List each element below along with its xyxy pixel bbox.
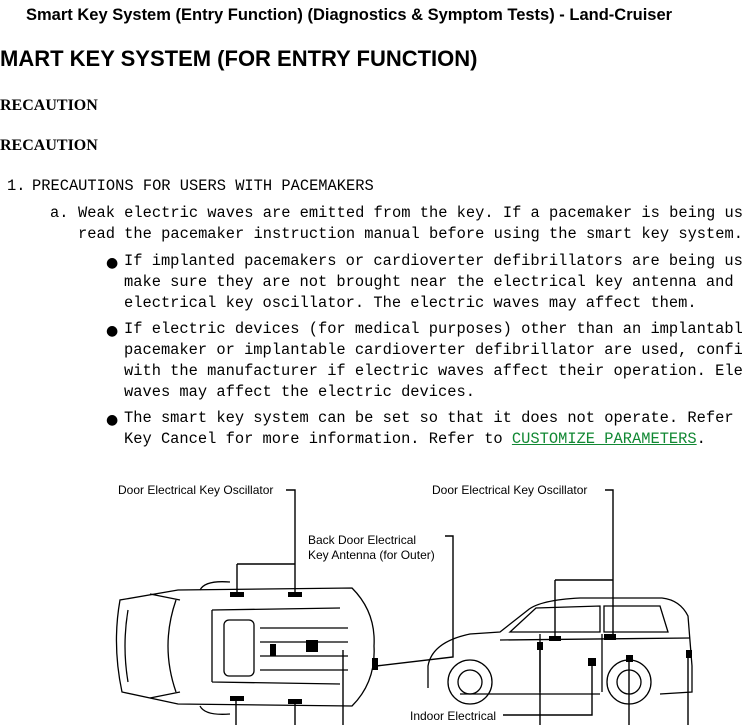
car-top-view: [115, 581, 375, 715]
subitem-letter: a.: [50, 204, 69, 222]
section-title: MART KEY SYSTEM (FOR ENTRY FUNCTION): [0, 46, 478, 71]
subitem-line: Weak electric waves are emitted from the…: [78, 204, 742, 222]
bullet-line-with-link: Key Cancel for more information. Refer t…: [124, 429, 706, 450]
bullet-line-tail: .: [696, 430, 706, 448]
item-number: 1.: [7, 177, 26, 195]
car-side-view: [427, 597, 693, 705]
subheading-precaution-2: RECAUTION: [0, 137, 98, 154]
bullet-line: electrical key oscillator. The electric …: [124, 294, 697, 312]
bullet-line-text: Key Cancel for more information. Refer t…: [124, 430, 512, 448]
bullet-icon: ●: [106, 255, 119, 271]
leader-lines: [235, 489, 689, 725]
bullet-line: pacemaker or implantable cardioverter de…: [124, 341, 742, 359]
customize-parameters-link[interactable]: CUSTOMIZE PARAMETERS: [511, 430, 697, 448]
document-header-title: Smart Key System (Entry Function) (Diagn…: [26, 6, 673, 24]
bullet-line: If electric devices (for medical purpose…: [124, 320, 742, 338]
subitem-line: read the pacemaker instruction manual be…: [78, 225, 742, 243]
top-view-components: [230, 592, 378, 704]
bullet-icon: ●: [106, 412, 119, 428]
key-location-diagram: Door Electrical Key Oscillator Door Elec…: [115, 483, 693, 725]
bullet-line: with the manufacturer if electric waves …: [124, 362, 742, 380]
bullet-line: make sure they are not brought near the …: [124, 273, 734, 291]
back-door-label-line1: Back Door Electrical: [308, 533, 416, 547]
back-door-label-line2: Key Antenna (for Outer): [308, 548, 435, 562]
item-heading: PRECAUTIONS FOR USERS WITH PACEMAKERS: [32, 177, 374, 195]
bullet-line: waves may affect the electric devices.: [124, 383, 475, 401]
right-oscillator-label: Door Electrical Key Oscillator: [432, 483, 587, 497]
side-view-components: [537, 634, 692, 666]
bullet-line: The smart key system can be set so that …: [124, 409, 742, 427]
bullet-line: If implanted pacemakers or cardioverter …: [124, 252, 742, 270]
subheading-precaution-1: RECAUTION: [0, 97, 98, 114]
bullet-icon: ●: [106, 323, 119, 339]
left-oscillator-label: Door Electrical Key Oscillator: [118, 483, 273, 497]
indoor-label: Indoor Electrical: [410, 709, 496, 723]
